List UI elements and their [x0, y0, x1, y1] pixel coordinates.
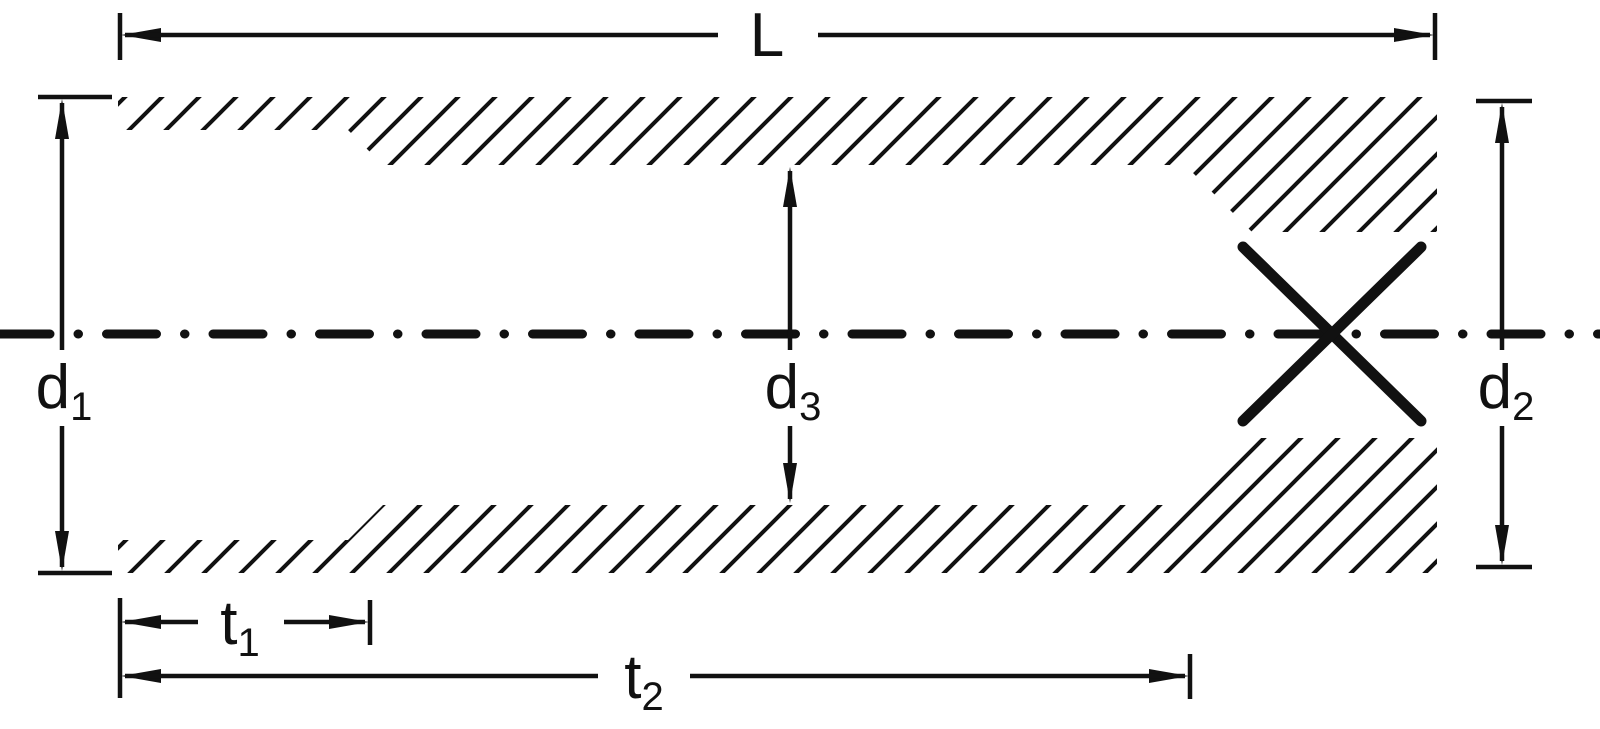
d1-label: d1	[36, 353, 93, 429]
hatch-top-region	[118, 97, 1437, 232]
dimension-d1: d1	[36, 94, 112, 576]
hatch-bottom-region	[118, 438, 1437, 573]
dimension-d3: d3	[765, 167, 822, 503]
section-hatching	[118, 97, 1437, 573]
cross-mark	[1237, 241, 1427, 427]
dimension-L: L	[117, 1, 1438, 70]
d3-label: d3	[765, 353, 822, 429]
cross-stroke-2	[1237, 241, 1427, 427]
L-label: L	[750, 1, 784, 70]
dimension-t1: t1	[117, 589, 373, 698]
t2-label: t2	[624, 643, 663, 719]
t1-label: t1	[220, 589, 259, 665]
dimension-d2: d2	[1476, 98, 1535, 570]
dimension-t2: t2	[121, 643, 1193, 719]
d2-label: d2	[1478, 353, 1535, 429]
